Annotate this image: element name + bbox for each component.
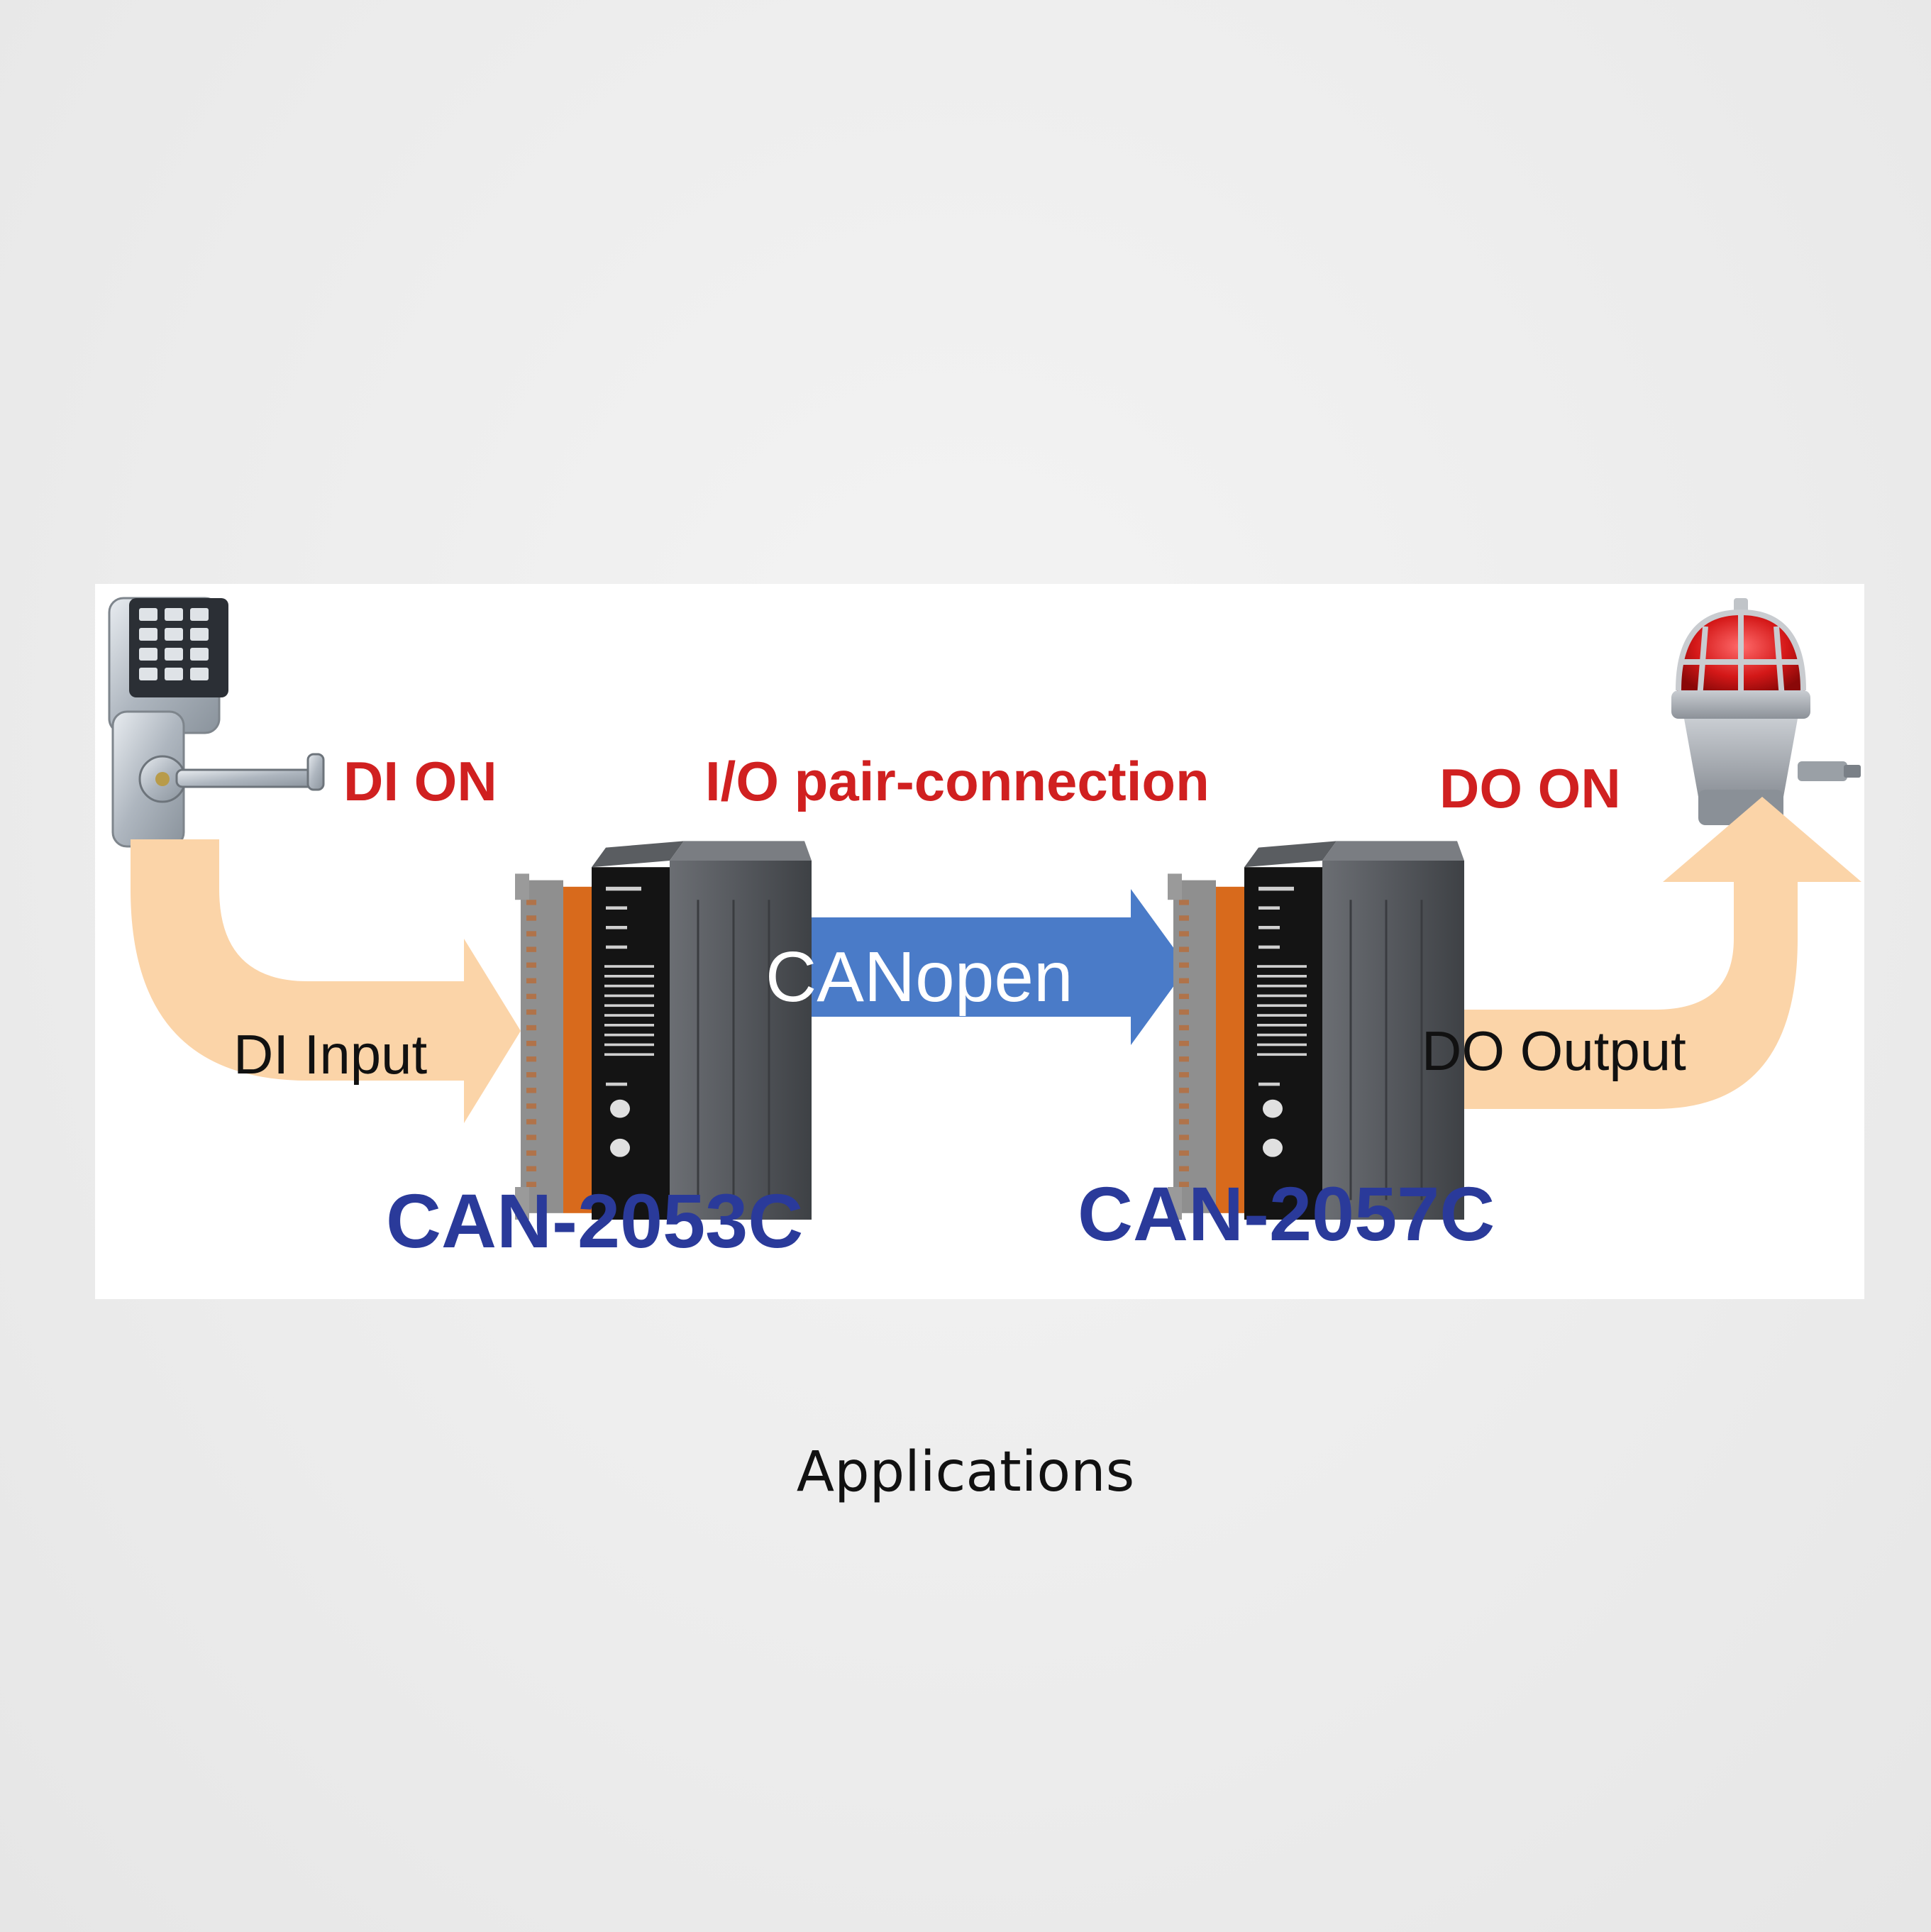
can-2057c-module-image (1166, 839, 1466, 1221)
module-left-label: CAN-2053C (386, 1178, 803, 1264)
do-output-arrow (1400, 797, 1861, 1109)
do-on-label: DO ON (1439, 757, 1621, 819)
red-warning-beacon-icon (1671, 598, 1861, 825)
di-input-arrow (131, 839, 521, 1123)
application-diagram: DI ON I/O pair-connection DO ON DI Input… (95, 584, 1864, 1299)
canopen-label: CANopen (765, 937, 1073, 1017)
keypad-door-lock-icon (108, 597, 325, 848)
module-right-label: CAN-2057C (1078, 1171, 1495, 1257)
do-output-label: DO Output (1422, 1020, 1686, 1082)
can-2053c-module-image (514, 839, 813, 1221)
caption: Applications (796, 1440, 1135, 1504)
di-on-label: DI ON (343, 750, 497, 812)
canopen-double-arrow (719, 889, 1188, 1045)
di-input-label: DI Input (233, 1023, 427, 1086)
io-pair-connection-label: I/O pair-connection (705, 750, 1210, 812)
